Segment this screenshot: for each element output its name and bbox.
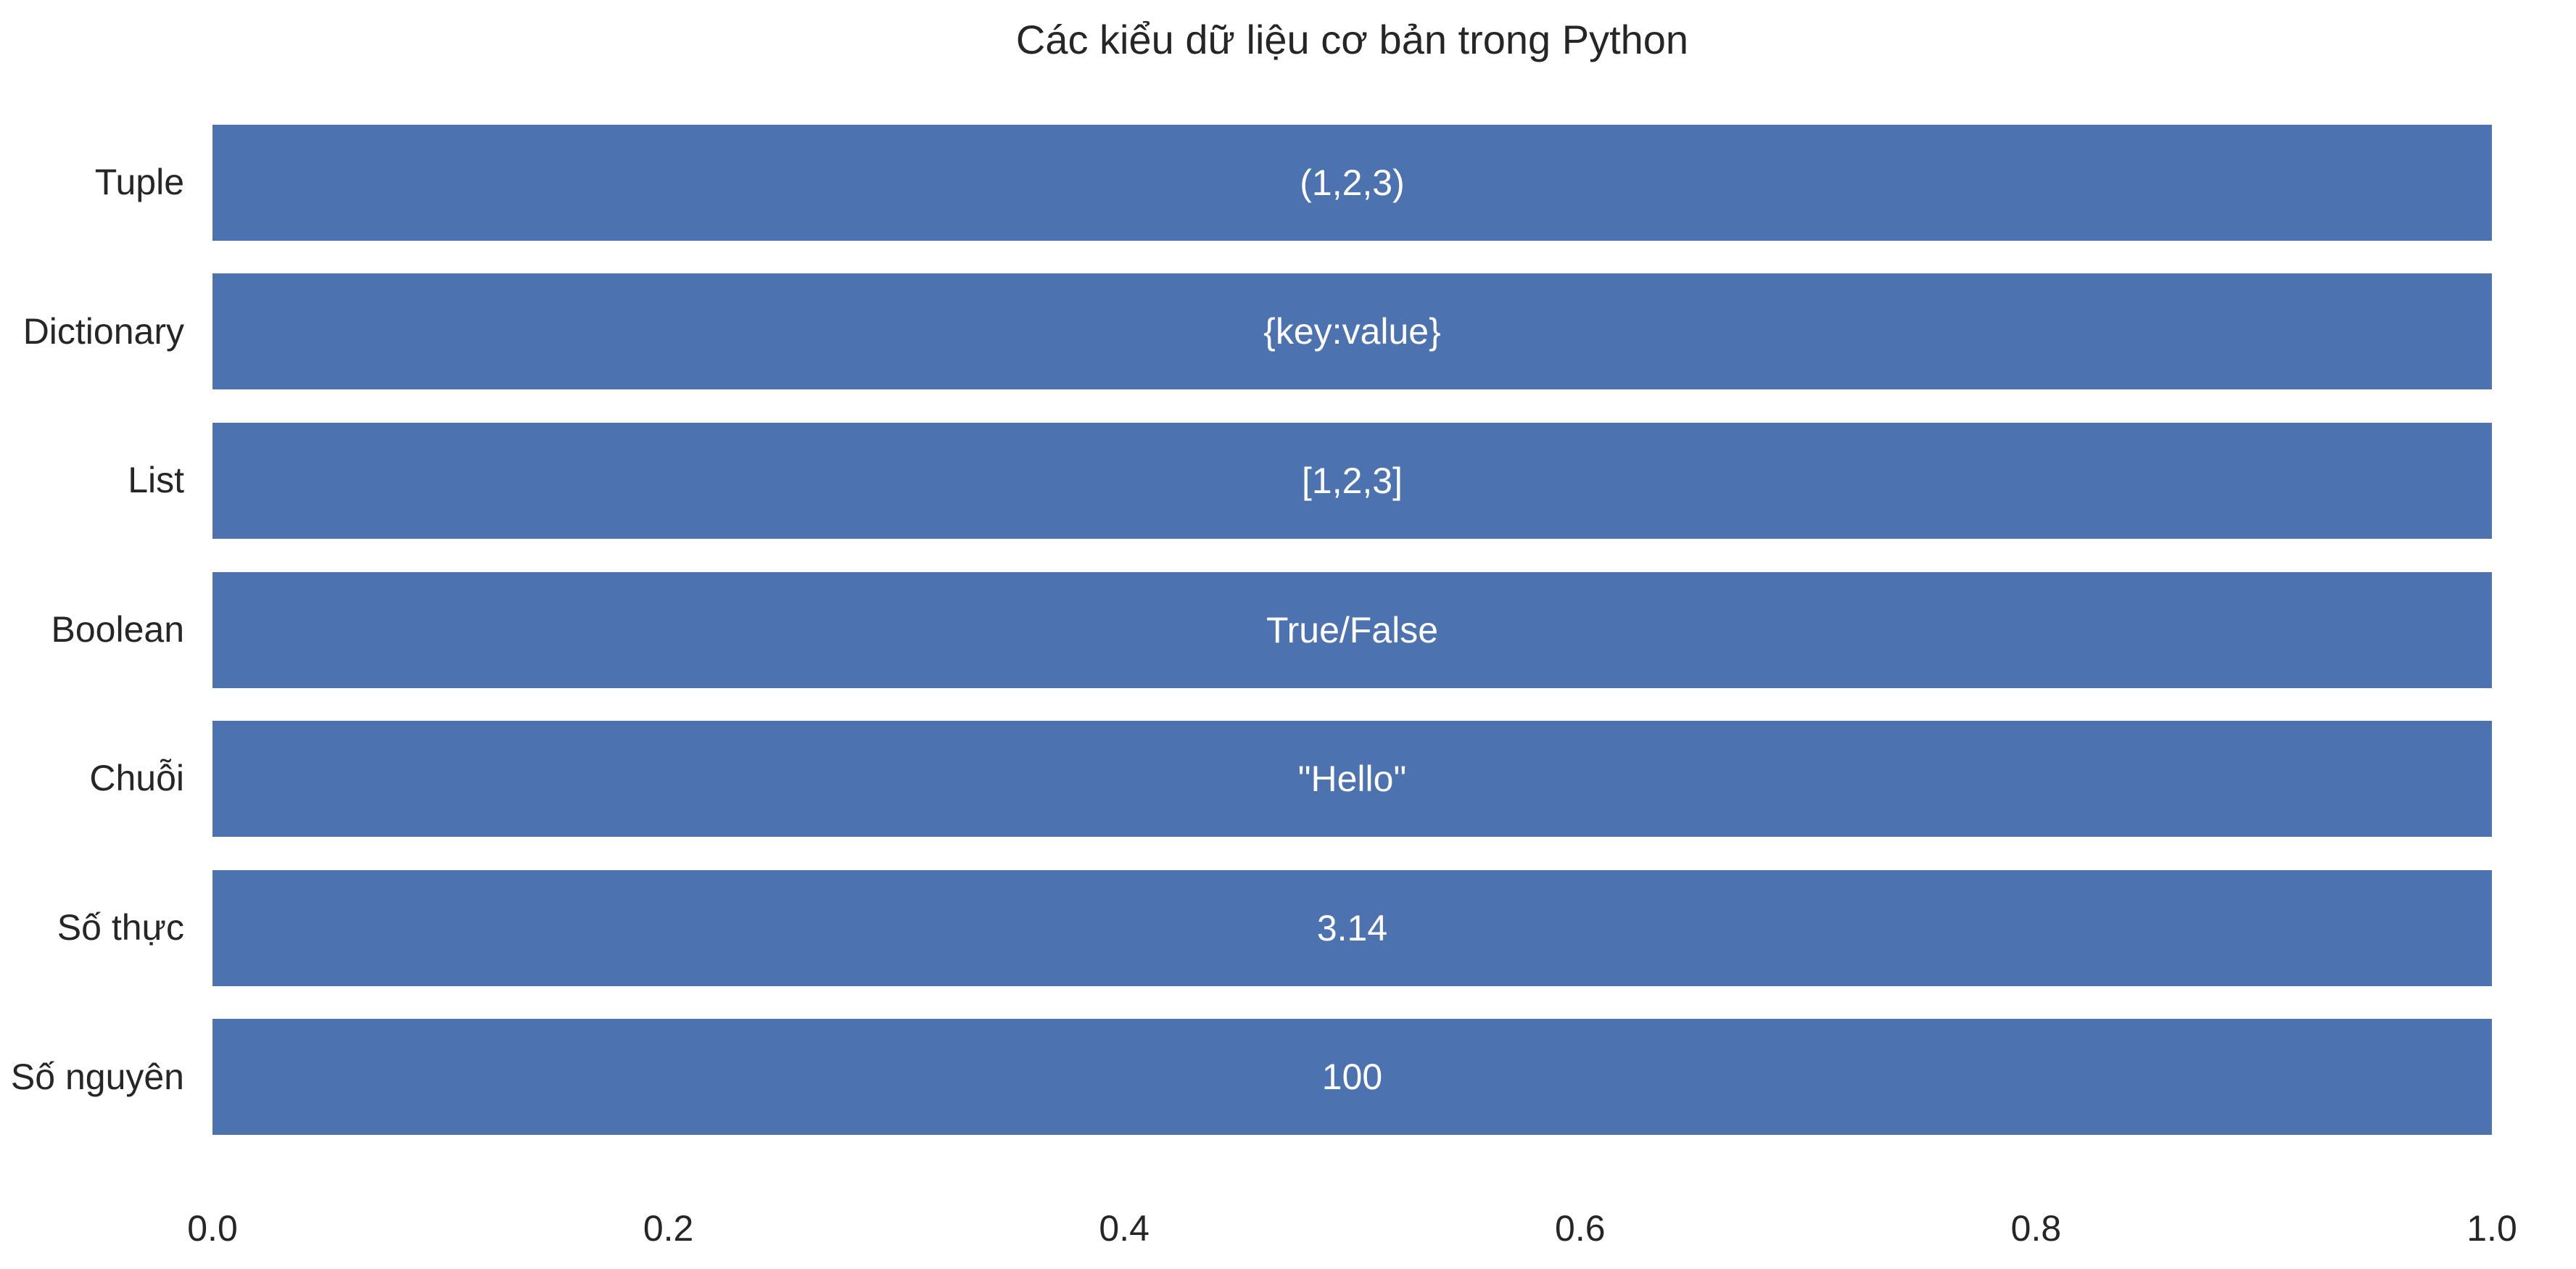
category-label-tuple: Tuple	[94, 162, 184, 202]
bar-value-label: {key:value}	[1263, 311, 1441, 352]
bar-value-label: "Hello"	[1297, 758, 1407, 800]
chart-row: Số nguyên 100	[0, 1003, 2576, 1152]
bar-value-label: (1,2,3)	[1300, 162, 1405, 203]
bar-track: True/False	[212, 571, 2492, 688]
bar-track: "Hello"	[212, 721, 2492, 838]
bar-so-nguyen: 100	[212, 1019, 2492, 1136]
bar-value-label: 3.14	[1316, 907, 1388, 948]
bar-so-thuc: 3.14	[212, 869, 2492, 986]
bar-value-label: True/False	[1266, 609, 1439, 650]
category-label-chuoi: Chuỗi	[89, 758, 184, 799]
chart-row: List [1,2,3]	[0, 406, 2576, 555]
category-label-boolean: Boolean	[51, 608, 185, 650]
chart-row: Chuỗi "Hello"	[0, 704, 2576, 853]
bar-value-label: 100	[1321, 1057, 1383, 1098]
x-tick-label: 0.6	[1555, 1208, 1606, 1249]
category-label-so-thuc: Số thực	[57, 907, 184, 948]
bar-track: 100	[212, 1019, 2492, 1136]
bar-track: {key:value}	[212, 273, 2492, 390]
category-label-list: List	[128, 460, 184, 501]
bar-value-label: [1,2,3]	[1302, 460, 1403, 501]
x-tick-label: 0.2	[643, 1208, 694, 1249]
x-tick-label: 0.8	[2010, 1208, 2062, 1249]
bar-track: (1,2,3)	[212, 124, 2492, 241]
chart-title: Các kiểu dữ liệu cơ bản trong Python	[1015, 17, 1689, 62]
bar-chuoi: "Hello"	[212, 721, 2492, 838]
bar-dictionary: {key:value}	[212, 273, 2492, 390]
bar-list: [1,2,3]	[212, 422, 2492, 539]
x-axis: 0.0 0.2 0.4 0.6 0.8 1.0	[0, 1207, 2576, 1250]
x-tick-label: 0.0	[187, 1208, 238, 1249]
bar-tuple: (1,2,3)	[212, 124, 2492, 241]
chart-row: Tuple (1,2,3)	[0, 108, 2576, 257]
x-tick-label: 1.0	[2466, 1208, 2517, 1249]
category-label-dictionary: Dictionary	[22, 310, 184, 352]
chart-row: Dictionary {key:value}	[0, 257, 2576, 407]
bar-track: [1,2,3]	[212, 422, 2492, 539]
x-tick-label: 0.4	[1099, 1208, 1149, 1249]
chart-row: Số thực 3.14	[0, 853, 2576, 1003]
bar-boolean: True/False	[212, 571, 2492, 688]
bar-track: 3.14	[212, 869, 2492, 986]
category-label-so-nguyen: Số nguyên	[10, 1056, 184, 1097]
chart-row: Boolean True/False	[0, 555, 2576, 705]
